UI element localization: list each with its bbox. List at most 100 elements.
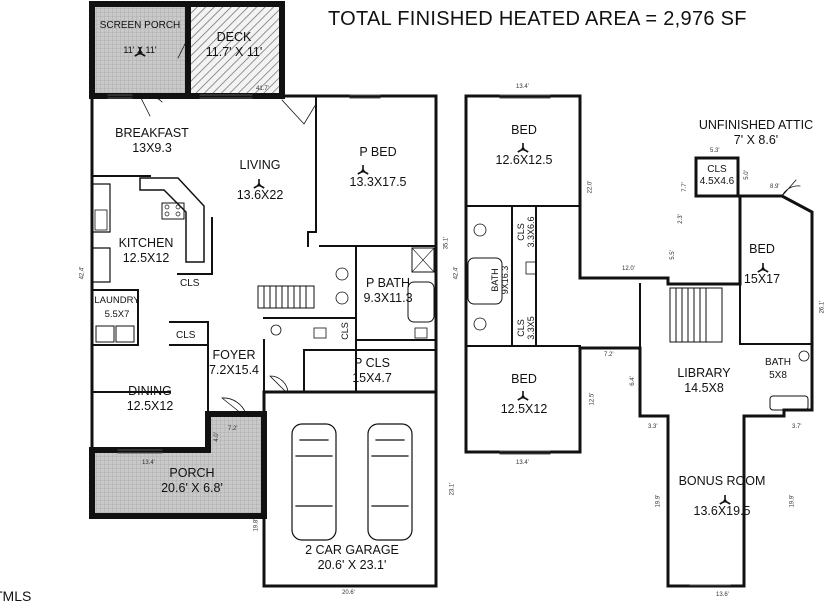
bathtub-icon [769,395,809,411]
washer-icon [95,325,115,343]
dim-note: 20.6' [342,590,355,596]
interior-walls [91,95,437,415]
dryer-icon [115,325,135,343]
cls-upper-1-label: CLS 3.3X6.6 [516,206,536,258]
foyer-dim: 7.2X15.4 [208,363,260,377]
living-label: LIVING 13.6X22 [222,158,298,203]
bed-upper-1-label: BED 12.6X12.5 [486,123,562,168]
garage-name: 2 CAR GARAGE [305,543,399,557]
cls-upper-2-label: CLS 3.3X5 [516,306,536,350]
toilet-icon [525,261,537,275]
p-cls-dim: 15X4.7 [352,371,392,385]
bathtub-icon [407,281,435,323]
cls-upper-1-name: CLS [516,223,526,241]
bathtub-icon [467,257,503,305]
kitchen-counter [91,183,111,283]
upper-left-walls [464,94,814,588]
shower-icon [411,247,435,273]
garage-dim: 20.6' X 23.1' [317,558,387,572]
bath-upper-dim: 9X16.3 [500,265,510,295]
dim-note: 2.3' [677,214,684,224]
breakfast-label: BREAKFAST 13X9.3 [104,126,200,156]
bonus-room-label: BONUS ROOM 13.6X19.5 [670,474,774,519]
dim-note: 13.4' [516,84,529,90]
laundry-label: LAUNDRY 5.5X7 [94,294,140,322]
cls-foyer-label: CLS [176,330,196,341]
unfinished-attic-dim: 7' X 8.6' [733,133,779,147]
dim-note: 12.5' [589,392,596,406]
dim-note: 41.7' [256,86,269,92]
ceiling-fan-icon [253,179,265,189]
upper-interior-walls [465,205,813,349]
dim-note: 42.4' [79,266,86,280]
porch-dim: 20.6' X 6.8' [161,481,223,495]
bonus-room-name: BONUS ROOM [678,474,766,488]
dim-note: 7.2' [604,352,614,358]
dim-note: 5.3' [710,148,720,154]
first-floor [89,1,438,588]
bath-upper-2-name: BATH [765,357,791,368]
screen-porch-dim: 11' X 11' [123,45,157,55]
ceiling-fan-icon [517,391,529,401]
kitchen-dim: 12.5X12 [122,251,170,265]
dim-note: 8.9' [770,184,780,190]
library-label: LIBRARY 14.5X8 [664,366,744,396]
screen-porch-name: SCREEN PORCH [99,20,181,31]
unfinished-attic-label: UNFINISHED ATTIC 7' X 8.6' [694,118,818,148]
cls-attic-label: CLS 4.5X4.6 [696,164,738,188]
toilet-icon [414,327,428,339]
deck-dim: 11.7' X 11' [205,45,263,59]
living-dim: 13.6X22 [236,188,284,202]
dim-note: 13.4' [142,460,155,466]
laundry-dim: 5.5X7 [104,309,130,320]
cls-bath-label: CLS [339,322,350,340]
library-dim: 14.5X8 [684,381,724,395]
screen-porch-label: SCREEN PORCH 11' X 11' [96,20,184,57]
bed-upper-3-label: BED 15X17 [726,242,798,287]
bed-upper-3-name: BED [749,242,775,256]
door-swing-icon [177,37,189,63]
dim-note: 19.9' [655,494,662,508]
dim-note: 12.0' [622,266,635,272]
foyer-label: FOYER 7.2X15.4 [200,348,268,378]
door-swing-icon [139,94,163,117]
p-bath-dim: 9.3X11.3 [363,291,413,305]
dining-label: DINING 12.5X12 [112,384,188,414]
bath-upper-label: BATH 9X16.3 [490,256,510,304]
deck-label: DECK 11.7' X 11' [194,30,274,60]
door-swing-icon [781,179,801,197]
breakfast-name: BREAKFAST [115,126,189,140]
p-bath-name: P BATH [366,276,410,290]
library-name: LIBRARY [677,366,731,380]
cls-attic-dim: 4.5X4.6 [699,176,735,187]
door-swing-icon [281,99,317,125]
bed-upper-1-dim: 12.6X12.5 [495,153,553,167]
total-area-title: TOTAL FINISHED HEATED AREA = 2,976 SF [328,8,747,30]
bed-upper-2-label: BED 12.5X12 [486,372,562,417]
porch-name: PORCH [169,466,215,480]
door-swing-icon [269,375,289,393]
bed-upper-1-name: BED [511,123,537,137]
sink-icon [94,209,108,231]
car-icon [367,423,413,541]
ceiling-fan-icon [134,47,146,57]
living-name: LIVING [239,158,281,172]
dining-name: DINING [128,384,172,398]
porch-label: PORCH 20.6' X 6.8' [150,466,234,496]
sink-icon [335,267,349,281]
breakfast-dim: 13X9.3 [132,141,172,155]
porch-area [89,411,267,519]
sink-icon [270,324,282,336]
door-swing-icon [221,397,247,415]
dim-note: 23.1' [449,482,456,496]
dim-note: 22.0' [587,180,594,194]
garage-label: 2 CAR GARAGE 20.6' X 23.1' [296,543,408,573]
bonus-room-dim: 13.6X19.5 [693,504,751,518]
foyer-name: FOYER [212,348,256,362]
dining-dim: 12.5X12 [126,399,174,413]
dim-note: 7.2' [228,426,238,432]
cls-upper-2-dim: 3.3X5 [526,316,536,340]
p-bed-label: P BED 13.3X17.5 [334,145,422,190]
dim-note: 5.5' [669,250,676,260]
